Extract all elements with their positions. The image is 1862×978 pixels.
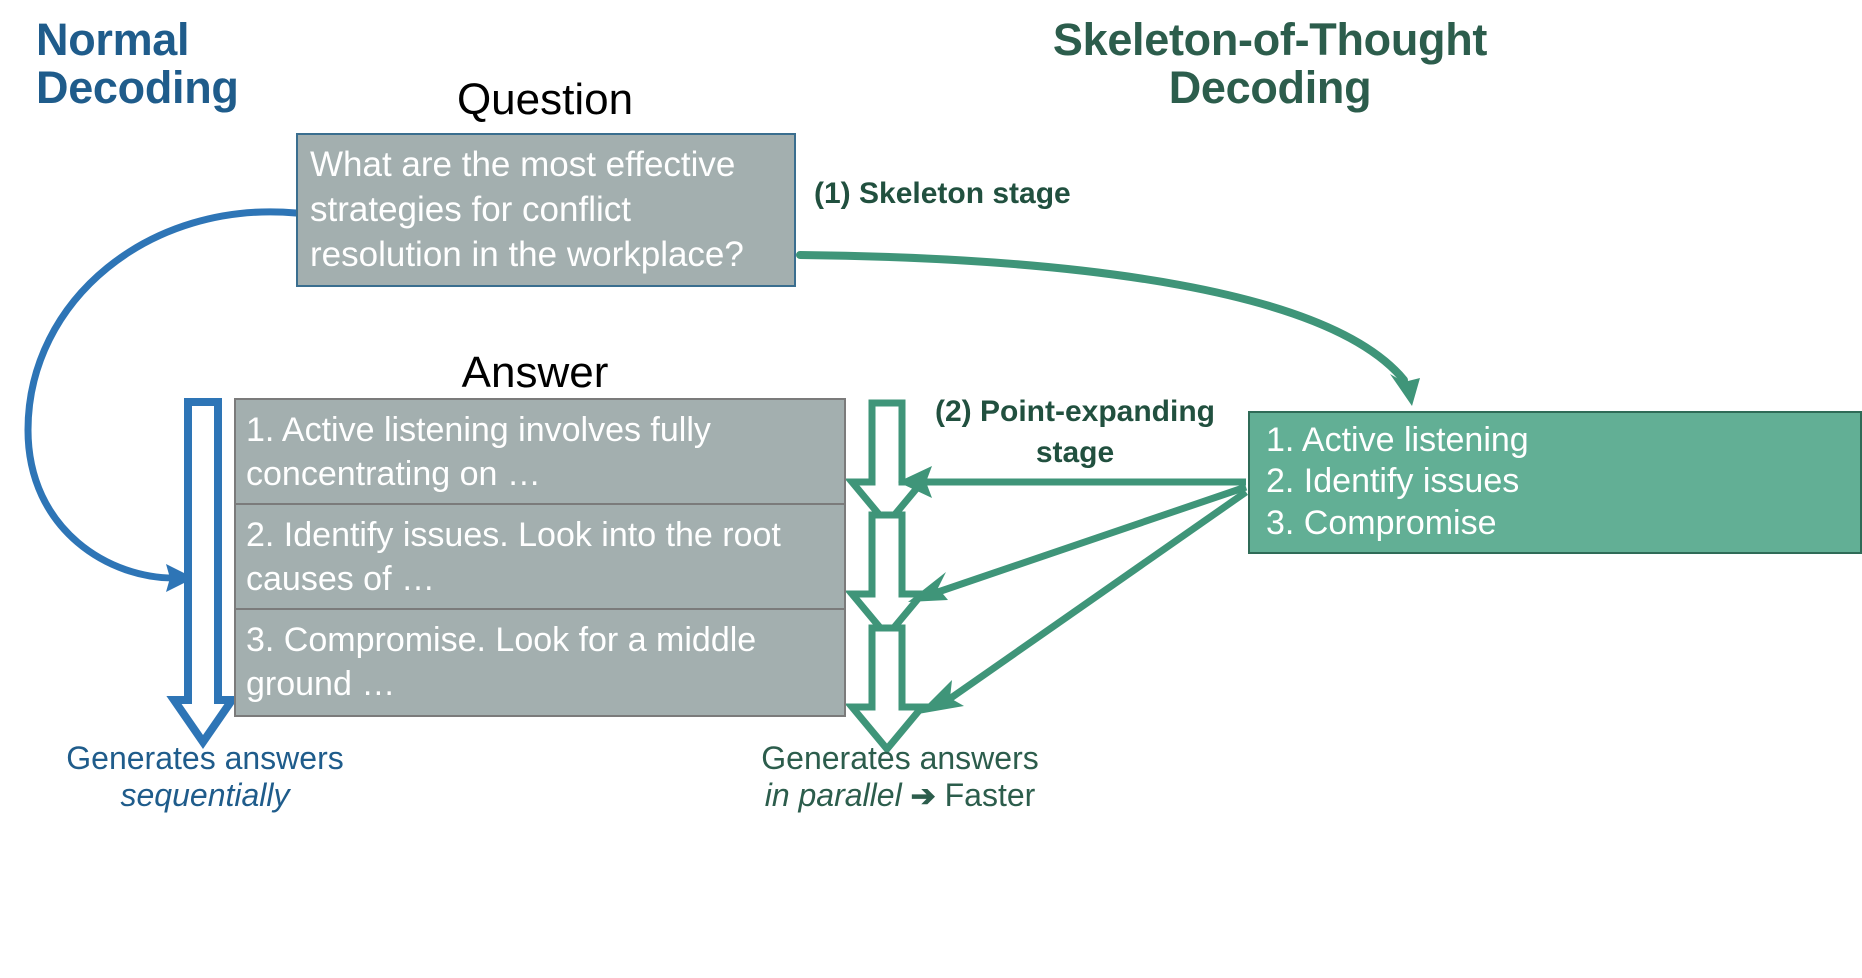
right-arrow-icon: ➔ — [910, 780, 936, 814]
caption-sequential-line1: Generates answers — [66, 740, 344, 776]
sequential-generation-arrow — [166, 398, 240, 750]
answer-box: 1. Active listening involves fully conce… — [234, 398, 846, 717]
caption-parallel-tail: Faster — [944, 777, 1036, 814]
answer-row: 2. Identify issues. Look into the root c… — [236, 505, 844, 610]
title-sot-line1: Skeleton-of-Thought — [1052, 14, 1488, 65]
caption-parallel-line1: Generates answers — [761, 740, 1039, 776]
answer-label: Answer — [461, 348, 609, 397]
column-title-skeleton-of-thought: Skeleton-of-Thought Decoding — [1000, 16, 1540, 111]
caption-sequential: Generates answers sequentially — [20, 740, 390, 814]
question-box: What are the most effective strategies f… — [296, 133, 796, 287]
skeleton-outline-box: 1. Active listening 2. Identify issues 3… — [1248, 411, 1862, 554]
stage-one-label: (1) Skeleton stage — [814, 177, 1071, 210]
skeleton-item: 2. Identify issues — [1266, 462, 1520, 501]
caption-parallel-line2: in parallel ➔ Faster — [700, 777, 1100, 815]
answer-row: 3. Compromise. Look for a middle ground … — [236, 610, 844, 715]
caption-sequential-line2: sequentially — [120, 777, 290, 814]
caption-parallel-emphasis: in parallel — [764, 777, 902, 814]
column-title-normal-decoding: Normal Decoding — [36, 16, 366, 111]
parallel-generation-arrow-3 — [844, 624, 930, 755]
question-label: Question — [456, 75, 634, 124]
point-expand-arrow-2 — [908, 483, 1248, 602]
stage-two-label: (2) Point-expanding stage — [935, 395, 1215, 469]
title-sot-line2: Decoding — [1168, 61, 1372, 113]
parallel-generation-arrow-2 — [844, 511, 930, 642]
skeleton-item: 1. Active listening — [1266, 421, 1529, 459]
caption-parallel: Generates answers in parallel ➔ Faster — [700, 740, 1100, 815]
title-normal-line1: Normal — [36, 14, 190, 65]
skeleton-item: 3. Compromise — [1266, 503, 1497, 542]
point-expand-arrow-3 — [918, 489, 1249, 714]
skeleton-stage-curve — [796, 251, 1420, 406]
answer-row: 1. Active listening involves fully conce… — [236, 400, 844, 505]
title-normal-line2: Decoding — [36, 61, 239, 113]
